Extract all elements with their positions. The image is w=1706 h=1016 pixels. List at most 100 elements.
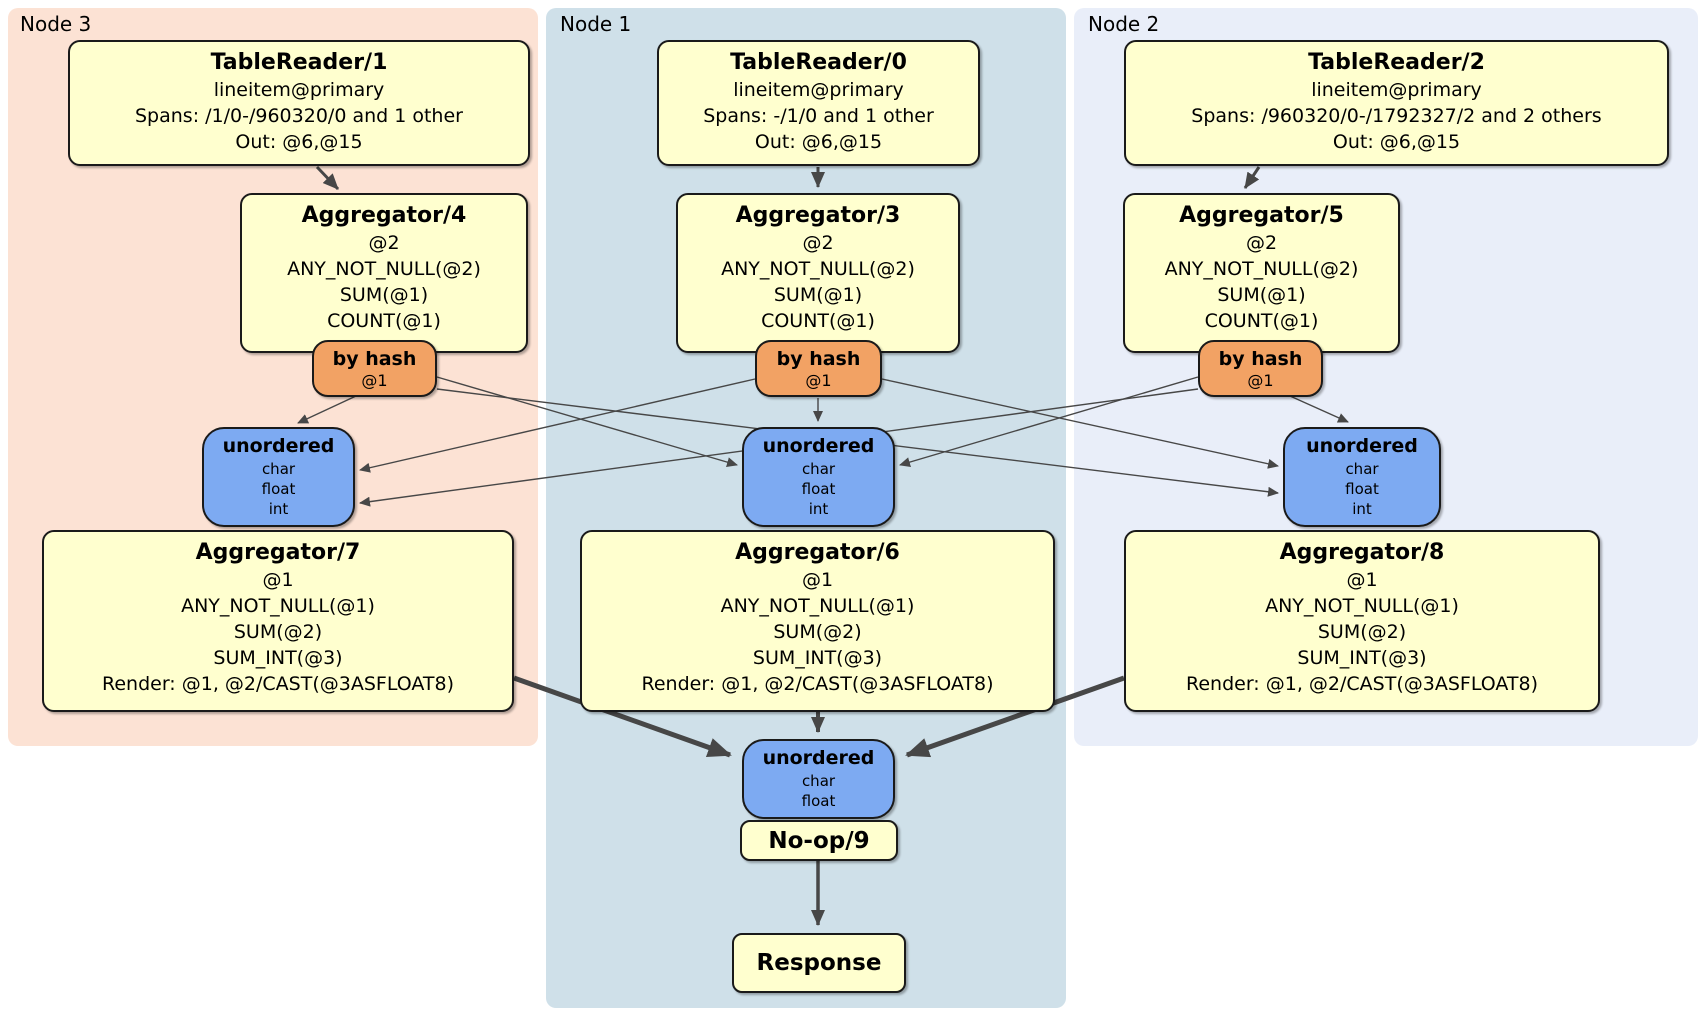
sync-column: float	[801, 792, 836, 810]
table-reader-index: lineitem@primary	[1311, 79, 1482, 101]
aggregator-agg: SUM_INT(@3)	[752, 647, 883, 669]
aggregator-agg: COUNT(@1)	[761, 310, 875, 332]
edge-tr2-agg5	[1243, 166, 1261, 189]
unordered-sync-node2: unordered char float int	[1283, 427, 1441, 527]
aggregator-group-by: @2	[1245, 232, 1278, 254]
table-reader-title: TableReader/2	[1308, 50, 1485, 75]
edge-agg7-finalsync	[513, 675, 732, 758]
aggregator-group-by: @2	[802, 232, 834, 254]
aggregator-agg: ANY_NOT_NULL(@2)	[287, 258, 481, 280]
aggregator-agg: ANY_NOT_NULL(@2)	[1164, 258, 1359, 280]
edge-hash1-sync2	[881, 378, 1279, 469]
table-reader-index: lineitem@primary	[213, 79, 385, 101]
sync-column: float	[1345, 480, 1379, 498]
aggregator-agg: SUM(@1)	[339, 284, 429, 306]
aggregator-agg: SUM(@2)	[773, 621, 862, 643]
aggregator-group-by: @1	[801, 569, 834, 591]
aggregator-title: Aggregator/5	[1179, 203, 1344, 228]
response-title: Response	[756, 950, 882, 976]
hash-router-node1: by hash @1	[755, 340, 882, 397]
table-reader-2-box: TableReader/2 lineitem@primary Spans: /9…	[1124, 40, 1669, 166]
hash-router-title: by hash	[332, 347, 417, 370]
node1-label: Node 1	[560, 12, 632, 36]
table-reader-spans: Spans: -/1/0 and 1 other	[703, 105, 934, 127]
hash-router-title: by hash	[776, 347, 861, 370]
aggregator-8-box: Aggregator/8 @1 ANY_NOT_NULL(@1) SUM(@2)…	[1124, 530, 1600, 712]
table-reader-title: TableReader/0	[730, 50, 907, 75]
hash-router-key: @1	[361, 370, 388, 390]
aggregator-agg: SUM(@2)	[1317, 621, 1407, 643]
aggregator-group-by: @1	[1346, 569, 1378, 591]
sync-column: char	[1345, 460, 1379, 478]
aggregator-group-by: @2	[368, 232, 400, 254]
hash-router-key: @1	[1247, 370, 1274, 390]
aggregator-agg: SUM(@1)	[1217, 284, 1306, 306]
sync-column: char	[801, 460, 836, 478]
no-op-title: No-op/9	[768, 827, 870, 854]
edge-hash2-sync2	[1289, 395, 1349, 423]
aggregator-agg: SUM(@2)	[233, 621, 323, 643]
aggregator-5-box: Aggregator/5 @2 ANY_NOT_NULL(@2) SUM(@1)…	[1123, 193, 1400, 353]
sync-column: int	[808, 500, 829, 518]
aggregator-title: Aggregator/3	[735, 203, 901, 228]
aggregator-agg: COUNT(@1)	[1204, 310, 1319, 332]
sync-column: int	[268, 500, 289, 518]
hash-router-node3: by hash @1	[312, 340, 437, 397]
hash-router-key: @1	[805, 370, 832, 390]
aggregator-agg: SUM_INT(@3)	[213, 647, 343, 669]
edge-hash3-sync3	[297, 395, 357, 424]
table-reader-spans: Spans: /960320/0-/1792327/2 and 2 others	[1191, 105, 1602, 127]
aggregator-render: Render: @1, @2/CAST(@3ASFLOAT8)	[1186, 673, 1538, 695]
sync-column: char	[801, 772, 836, 790]
response-box: Response	[732, 933, 906, 993]
hash-router-node2: by hash @1	[1198, 340, 1323, 397]
unordered-sync-node3: unordered char float int	[202, 427, 355, 527]
sync-column: int	[1352, 500, 1372, 518]
aggregator-agg: ANY_NOT_NULL(@1)	[1265, 595, 1459, 617]
table-reader-title: TableReader/1	[210, 50, 388, 75]
edge-hash3-sync1	[436, 376, 738, 467]
sync-title: unordered	[762, 747, 875, 769]
aggregator-7-box: Aggregator/7 @1 ANY_NOT_NULL(@1) SUM(@2)…	[42, 530, 514, 712]
sync-title: unordered	[1306, 435, 1418, 457]
aggregator-render: Render: @1, @2/CAST(@3ASFLOAT8)	[102, 673, 454, 695]
edge-tr1-agg4	[315, 165, 340, 191]
aggregator-title: Aggregator/8	[1279, 540, 1445, 565]
sync-column: float	[261, 480, 296, 498]
edge-hash2-sync1	[899, 376, 1199, 467]
table-reader-1-box: TableReader/1 lineitem@primary Spans: /1…	[68, 40, 530, 166]
aggregator-agg: ANY_NOT_NULL(@1)	[720, 595, 915, 617]
table-reader-out: Out: @6,@15	[754, 131, 883, 153]
aggregator-title: Aggregator/4	[301, 203, 467, 228]
aggregator-title: Aggregator/7	[195, 540, 361, 565]
node3-label: Node 3	[20, 12, 92, 36]
node2-label: Node 2	[1088, 12, 1160, 36]
table-reader-0-box: TableReader/0 lineitem@primary Spans: -/…	[657, 40, 980, 166]
unordered-sync-node1: unordered char float int	[742, 427, 895, 527]
table-reader-spans: Spans: /1/0-/960320/0 and 1 other	[135, 105, 463, 127]
unordered-sync-final: unordered char float	[742, 739, 895, 819]
aggregator-agg: SUM(@1)	[773, 284, 863, 306]
sync-column: float	[801, 480, 836, 498]
aggregator-4-box: Aggregator/4 @2 ANY_NOT_NULL(@2) SUM(@1)…	[240, 193, 528, 353]
aggregator-title: Aggregator/6	[735, 540, 900, 565]
table-reader-out: Out: @6,@15	[1332, 131, 1461, 153]
sync-title: unordered	[762, 435, 875, 457]
aggregator-render: Render: @1, @2/CAST(@3ASFLOAT8)	[641, 673, 994, 695]
edge-agg8-finalsync	[905, 675, 1125, 758]
edge-hash1-sync3	[359, 378, 756, 473]
table-reader-out: Out: @6,@15	[235, 131, 363, 153]
aggregator-6-box: Aggregator/6 @1 ANY_NOT_NULL(@1) SUM(@2)…	[580, 530, 1055, 712]
aggregator-agg: SUM_INT(@3)	[1297, 647, 1427, 669]
table-reader-index: lineitem@primary	[733, 79, 904, 101]
aggregator-agg: ANY_NOT_NULL(@1)	[181, 595, 375, 617]
sync-title: unordered	[222, 435, 335, 457]
aggregator-3-box: Aggregator/3 @2 ANY_NOT_NULL(@2) SUM(@1)…	[676, 193, 960, 353]
hash-router-title: by hash	[1218, 347, 1303, 370]
aggregator-group-by: @1	[262, 569, 294, 591]
aggregator-agg: COUNT(@1)	[327, 310, 441, 332]
aggregator-agg: ANY_NOT_NULL(@2)	[721, 258, 915, 280]
sync-column: char	[261, 460, 296, 478]
no-op-box: No-op/9	[740, 820, 898, 861]
